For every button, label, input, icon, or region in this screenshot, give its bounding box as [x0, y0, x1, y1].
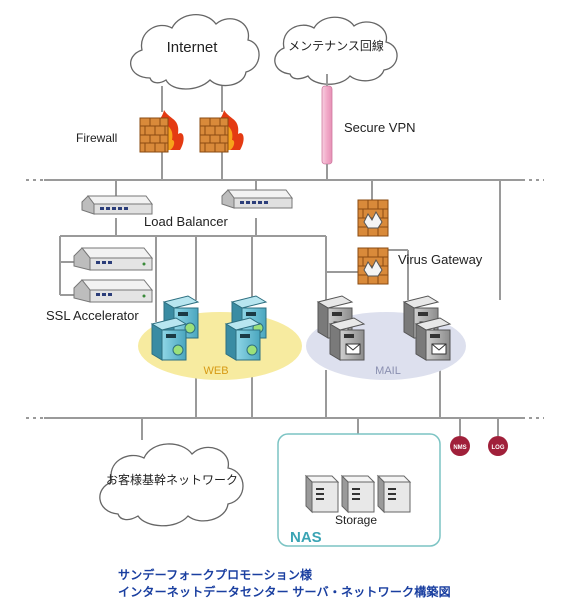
storage-icon — [340, 474, 376, 514]
ssl-accelerator-icon — [73, 279, 154, 303]
storage-icon — [304, 474, 340, 514]
mail-server-icon — [414, 317, 452, 361]
load-balancer-icon — [81, 195, 153, 215]
virus-gateway-icon — [357, 199, 389, 285]
ssl-accelerator-icon — [73, 247, 154, 271]
firewall-icon — [199, 110, 244, 153]
maintenance-label: メンテナンス回線 — [288, 38, 384, 53]
web-zone-label: WEB — [203, 365, 228, 377]
load-balancer-icon — [221, 189, 293, 209]
svg-text:LOG: LOG — [492, 445, 505, 451]
firewall-icon — [139, 110, 184, 153]
log-badge: LOG — [488, 436, 508, 456]
internet-cloud: Internet — [130, 14, 260, 90]
svg-text:NMS: NMS — [453, 445, 466, 451]
virus-gateway-label: Virus Gateway — [398, 252, 483, 267]
storage-label: Storage — [335, 513, 377, 527]
internet-label: Internet — [167, 39, 219, 56]
nas-label: NAS — [290, 529, 322, 546]
mail-server-icon — [328, 317, 366, 361]
caption-line-1: サンデーフォークプロモーション様 — [118, 568, 313, 582]
maintenance-cloud: メンテナンス回線 — [274, 16, 398, 85]
connector-lines — [44, 86, 522, 480]
web-server-icon — [224, 317, 262, 361]
secure-vpn-tube — [321, 74, 333, 180]
customer-network-label: お客様基幹ネットワーク — [106, 472, 238, 487]
nms-badge: NMS — [450, 436, 470, 456]
storage-icon — [376, 474, 412, 514]
web-server-icon — [150, 317, 188, 361]
secure-vpn-label: Secure VPN — [344, 120, 416, 135]
caption-line-2: インターネットデータセンター サーバ・ネットワーク構築図 — [118, 585, 451, 599]
load-balancer-label: Load Balancer — [144, 214, 229, 229]
mail-zone-label: MAIL — [375, 365, 401, 377]
firewall-label: Firewall — [76, 131, 117, 145]
ssl-accelerator-label: SSL Accelerator — [46, 308, 139, 323]
customer-network-cloud: お客様基幹ネットワーク — [99, 443, 244, 527]
